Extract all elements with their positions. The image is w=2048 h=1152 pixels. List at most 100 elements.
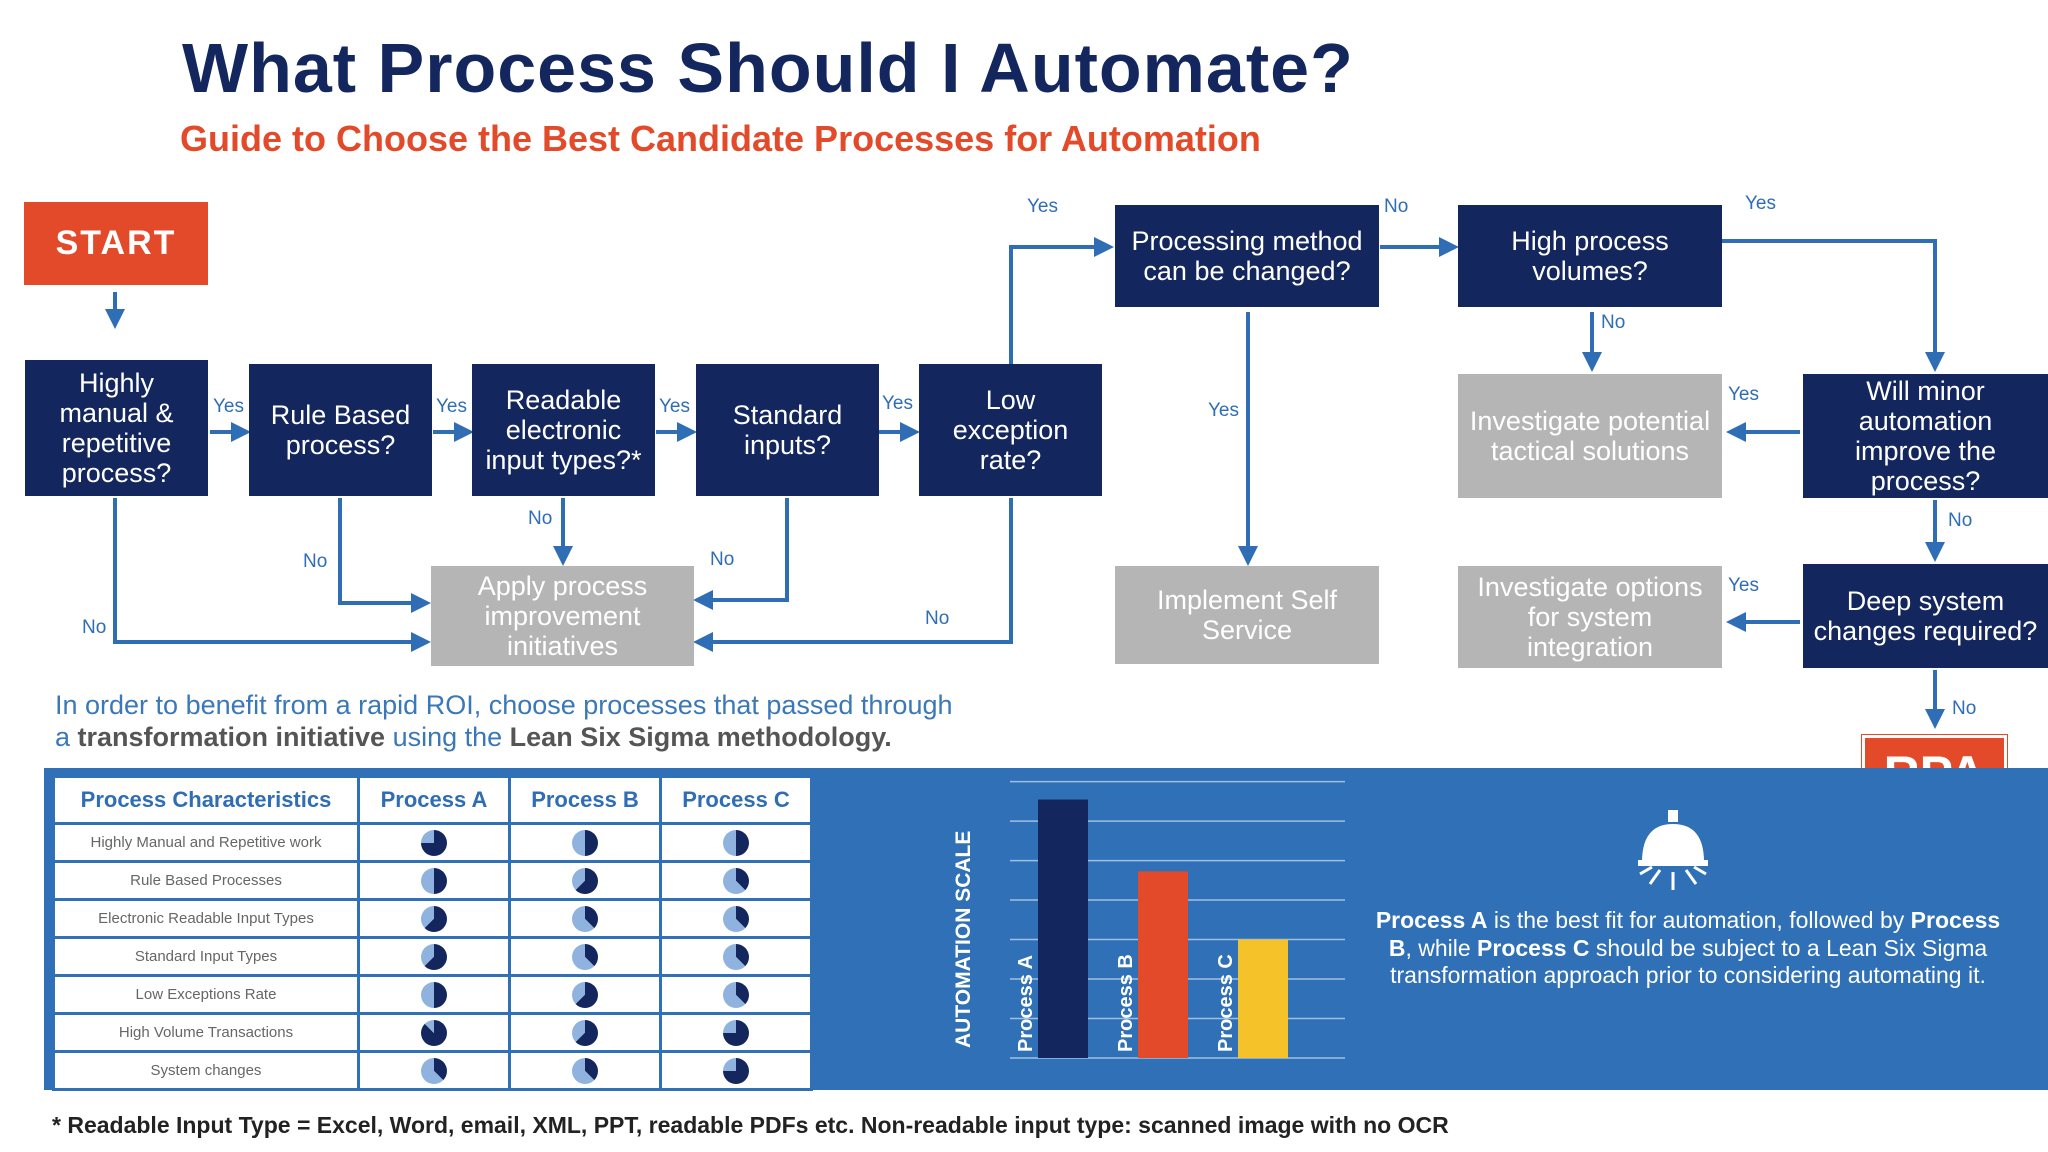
start-box: START [24, 202, 208, 285]
label-no-readable: No [528, 508, 553, 529]
y-axis-label: AUTOMATION SCALE [952, 831, 975, 1048]
score-cell [508, 898, 662, 939]
table-row: Standard Input Types [52, 936, 813, 977]
arrow-manual-apply [113, 498, 431, 652]
label-no-rule: No [303, 551, 328, 572]
label-yes-rule: Yes [436, 396, 467, 417]
score-cell [508, 860, 662, 901]
roi-line-2: a transformation initiative using the Le… [55, 721, 892, 752]
score-pie-icon [421, 867, 447, 894]
score-pie-icon [723, 943, 749, 970]
score-cell [659, 898, 813, 939]
score-cell [357, 822, 511, 863]
label-yes-deep: Yes [1728, 575, 1759, 596]
score-pie-icon [723, 1057, 749, 1084]
score-pie-icon [723, 829, 749, 856]
score-cell [659, 822, 813, 863]
category-label: Process A [1015, 955, 1037, 1052]
table-row: Highly Manual and Repetitive work [52, 822, 813, 863]
category-label: Process B [1115, 954, 1137, 1052]
r-integration-box: Investigate options for system integrati… [1458, 566, 1722, 668]
label-yes-volume: Yes [1745, 193, 1776, 214]
score-cell [357, 898, 511, 939]
score-pie-icon [723, 867, 749, 894]
table-header-row: Process Characteristics Process A Proces… [52, 775, 813, 825]
score-pie-icon [421, 1057, 447, 1084]
table-row: Electronic Readable Input Types [52, 898, 813, 939]
r-apply-box: Apply process improvement initiatives [431, 566, 694, 666]
q-manual-box: Highly manual & repetitive process? [25, 360, 208, 496]
roi-line-1: In order to benefit from a rapid ROI, ch… [55, 690, 953, 720]
characteristic-label: Rule Based Processes [52, 860, 360, 901]
score-cell [508, 822, 662, 863]
score-pie-icon [723, 905, 749, 932]
table-header: Process A [357, 775, 511, 825]
bar [1038, 799, 1088, 1058]
arrow-volume-minor [1722, 239, 1945, 372]
score-pie-icon [572, 943, 598, 970]
characteristic-label: High Volume Transactions [52, 1012, 360, 1053]
category-label: Process C [1215, 954, 1237, 1052]
score-cell [357, 936, 511, 977]
characteristic-label: Low Exceptions Rate [52, 974, 360, 1015]
score-cell [659, 860, 813, 901]
score-cell [659, 974, 813, 1015]
characteristic-label: System changes [52, 1050, 360, 1091]
arrow-rule-apply [338, 498, 431, 613]
label-no-standard: No [710, 549, 735, 570]
automation-scale-chart: AUTOMATION SCALE Process A Process B Proces… [952, 780, 1345, 1059]
label-no-deep: No [1952, 698, 1977, 719]
score-pie-icon [421, 829, 447, 856]
score-pie-icon [572, 829, 598, 856]
label-yes-exception: Yes [1027, 196, 1058, 217]
r-self-service-box: Implement Self Service [1115, 566, 1379, 664]
score-pie-icon [572, 905, 598, 932]
label-no-exception: No [925, 608, 950, 629]
score-pie-icon [421, 981, 447, 1008]
q-deep-box: Deep system changes required? [1803, 564, 2048, 668]
score-cell [508, 1012, 662, 1053]
page-title: What Process Should I Automate? [182, 29, 1354, 107]
table-row: System changes [52, 1050, 813, 1091]
score-pie-icon [723, 1019, 749, 1046]
arrow-standard-apply [693, 498, 789, 610]
score-pie-icon [572, 867, 598, 894]
score-cell [357, 1050, 511, 1091]
table-header: Process C [659, 775, 813, 825]
score-cell [508, 974, 662, 1015]
label-no-minor: No [1948, 510, 1973, 531]
score-pie-icon [421, 1019, 447, 1046]
score-cell [508, 936, 662, 977]
label-yes-readable: Yes [659, 396, 690, 417]
q-method-box: Processing method can be changed? [1115, 205, 1379, 307]
table-row: Rule Based Processes [52, 860, 813, 901]
label-no-manual: No [82, 617, 107, 638]
light-bulb-icon [1638, 810, 1708, 890]
label-no-volume: No [1601, 312, 1626, 333]
score-cell [659, 1050, 813, 1091]
q-readable-box: Readable electronic input types?* [472, 364, 655, 496]
q-exception-box: Low exception rate? [919, 364, 1102, 496]
characteristic-label: Standard Input Types [52, 936, 360, 977]
score-cell [659, 1012, 813, 1053]
label-yes-standard: Yes [882, 393, 913, 414]
score-cell [357, 974, 511, 1015]
page-subtitle: Guide to Choose the Best Candidate Proce… [180, 118, 1261, 159]
score-cell [357, 1012, 511, 1053]
score-pie-icon [421, 943, 447, 970]
score-pie-icon [572, 981, 598, 1008]
table-header: Process Characteristics [52, 775, 360, 825]
roi-note: In order to benefit from a rapid ROI, ch… [55, 690, 953, 754]
label-yes-minor: Yes [1728, 384, 1759, 405]
arrow-exception-apply [693, 498, 1013, 652]
roi-emphasis-lean-six-sigma: Lean Six Sigma methodology. [509, 721, 892, 752]
bar [1238, 939, 1288, 1058]
bar [1138, 871, 1188, 1058]
conclusion-text: Process A is the best fit for automation… [1375, 907, 2001, 989]
table-row: High Volume Transactions [52, 1012, 813, 1053]
arrow-exception-method [1009, 237, 1114, 365]
label-yes-manual: Yes [213, 396, 244, 417]
label-no-method: No [1384, 196, 1409, 217]
